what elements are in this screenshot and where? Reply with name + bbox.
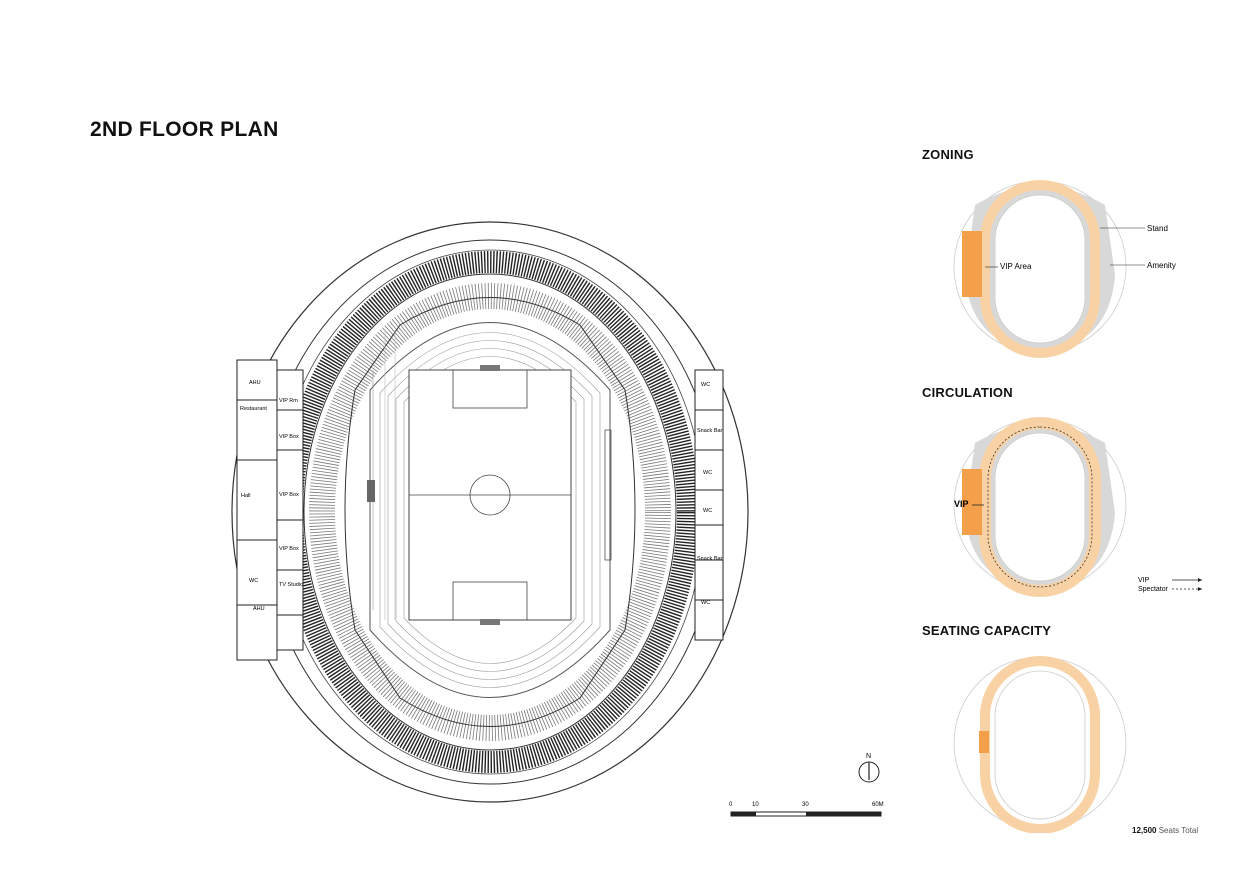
room-label: Hall xyxy=(241,493,250,499)
room-label: VIP Rm xyxy=(279,398,298,404)
room-label: AHU xyxy=(249,380,261,386)
seating-title: SEATING CAPACITY xyxy=(922,623,1052,638)
inner-stand-edge xyxy=(344,297,636,727)
scale-tick-label: 0 xyxy=(729,802,733,808)
room-label: Restaurant xyxy=(240,406,267,412)
east-amenity-block xyxy=(694,369,724,641)
zoning-stand-label: Stand xyxy=(1147,224,1168,233)
room-label: WC xyxy=(703,508,712,514)
zoning-title: ZONING xyxy=(922,147,974,162)
room-label: WC xyxy=(249,578,258,584)
room-label: WC xyxy=(701,382,710,388)
scale-bar: 0 10 30 60M xyxy=(729,802,884,817)
room-label: VIP Box xyxy=(279,434,299,440)
circulation-diagram: VIP VIP Spectator xyxy=(953,417,1202,597)
outer-roof-edge xyxy=(231,221,749,803)
room-label: WC xyxy=(701,600,710,606)
west-amenity-block xyxy=(236,359,278,661)
centre-circle xyxy=(469,474,511,516)
room-label: WC xyxy=(703,470,712,476)
scale-tick-label: 30 xyxy=(802,802,809,808)
page-title: 2ND FLOOR PLAN xyxy=(90,118,279,141)
room-label: VIP Box xyxy=(279,492,299,498)
seat-total: 12,500 Seats Total xyxy=(1132,826,1198,835)
scale-tick-label: 60M xyxy=(872,802,884,808)
zoning-amenity-label: Amenity xyxy=(1147,261,1176,270)
north-arrow: N xyxy=(858,753,880,783)
zoning-diagram: VIP Area Stand Amenity xyxy=(953,180,1176,358)
seating-vip-block xyxy=(979,731,989,753)
legend-spectator-label: Spectator xyxy=(1138,586,1169,593)
room-label: AHU xyxy=(253,606,265,612)
seat-total-label: Seats Total xyxy=(1158,826,1199,835)
circulation-title: CIRCULATION xyxy=(922,385,1013,400)
scale-tick-label: 10 xyxy=(752,802,759,808)
seat-total-value: 12,500 xyxy=(1132,826,1157,835)
north-label: N xyxy=(866,753,871,760)
stadium-floor-plan: AHU Restaurant VIP Rm VIP Box Hall VIP B… xyxy=(231,221,749,803)
room-label: TV Studio xyxy=(279,582,303,588)
zoning-vip-area xyxy=(962,231,982,297)
room-label: VIP Box xyxy=(279,546,299,552)
room-label: Snack Bar xyxy=(697,556,723,562)
seating-diagram xyxy=(953,656,1127,833)
zoning-vip-label: VIP Area xyxy=(1000,262,1032,271)
room-label: Snack Bar xyxy=(697,428,723,434)
lower-stand xyxy=(309,283,671,741)
zoning-stand-ring xyxy=(980,180,1100,358)
legend-vip-label: VIP xyxy=(1138,577,1150,584)
circulation-vip-label: VIP xyxy=(954,499,969,509)
